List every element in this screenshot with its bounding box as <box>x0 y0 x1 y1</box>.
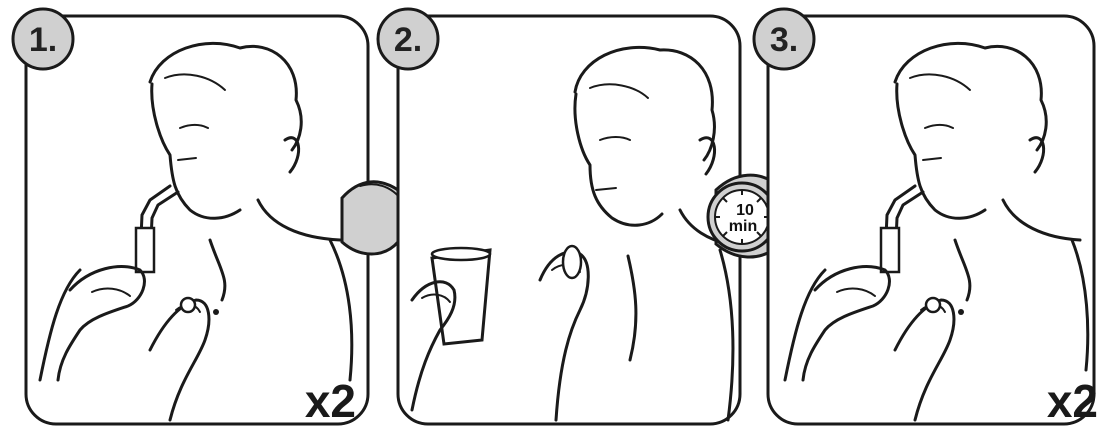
step-1-number-badge: 1. <box>13 9 73 69</box>
step-3-panel: 3. x2 <box>754 9 1098 427</box>
timer-value: 10 <box>736 202 754 219</box>
step-1-panel: 1. x2 <box>13 9 368 427</box>
step-1-repeat-badge: x2 <box>305 375 356 427</box>
timer-unit: min <box>729 218 757 235</box>
step-3-number-badge: 3. <box>754 9 814 69</box>
capsule-icon <box>563 246 581 278</box>
step-2-number: 2. <box>394 21 422 59</box>
step-2-number-badge: 2. <box>378 9 438 69</box>
step-1-number: 1. <box>29 21 57 59</box>
step-2-panel: 2. <box>378 9 740 424</box>
step-3-repeat-badge: x2 <box>1047 375 1098 427</box>
step-3-number: 3. <box>770 21 798 59</box>
